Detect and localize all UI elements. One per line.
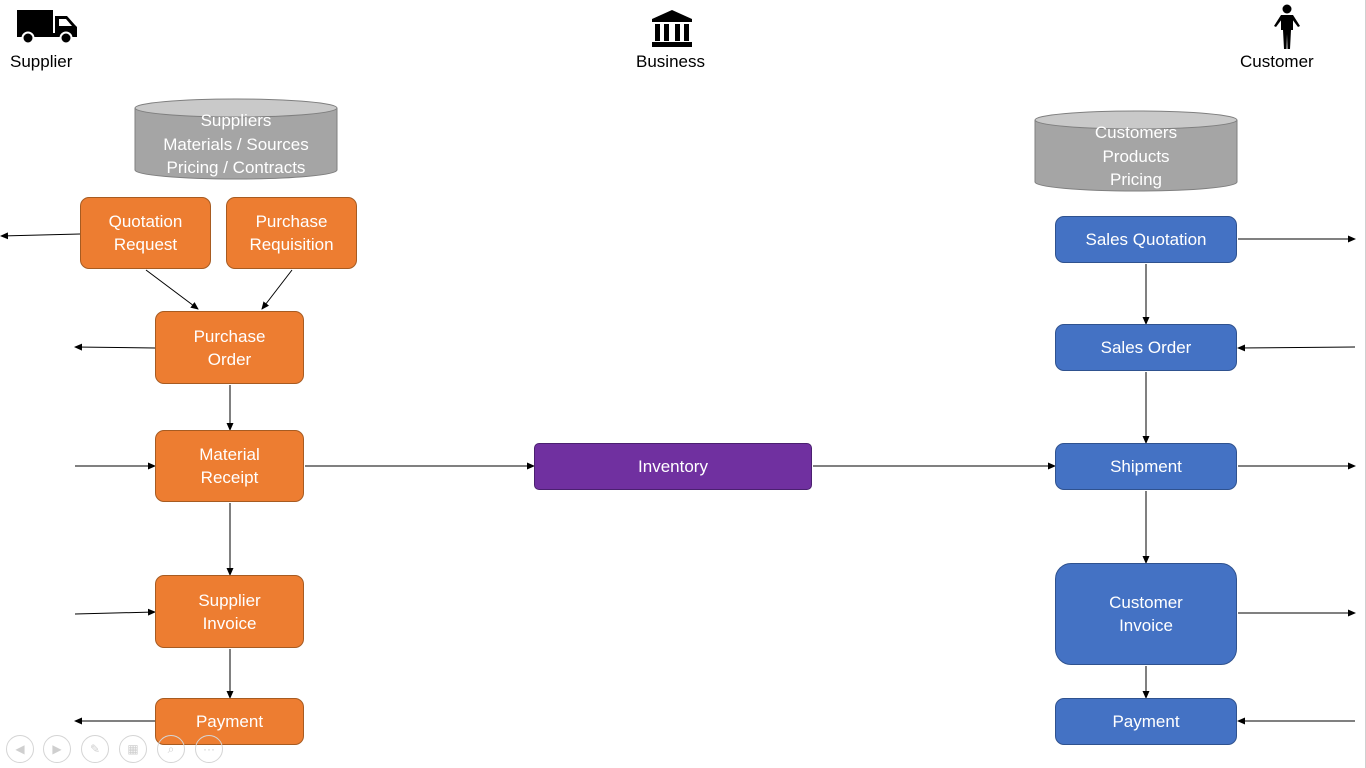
bank-icon <box>652 10 692 47</box>
arrow-requisition-to-po <box>261 269 293 310</box>
pen-icon[interactable]: ✎ <box>81 735 109 763</box>
supplier-database <box>134 98 338 180</box>
truck-icon <box>17 10 77 44</box>
person-icon <box>1274 4 1300 49</box>
more-icon[interactable]: ··· <box>195 735 223 763</box>
quotation-request-box[interactable]: Quotation Request <box>80 197 211 269</box>
customer-database-label: Customers Products Pricing <box>1094 123 1178 189</box>
supplier-label: Supplier <box>10 52 73 71</box>
supplier-invoice-box[interactable]: Supplier Invoice <box>155 575 304 648</box>
purchase-order-box[interactable]: Purchase Order <box>155 311 304 384</box>
shipment-box[interactable]: Shipment <box>1055 443 1237 490</box>
prev-icon[interactable]: ◀ <box>6 735 34 763</box>
purchase-requisition-box[interactable]: Purchase Requisition <box>226 197 357 269</box>
inventory-box[interactable]: Inventory <box>534 443 812 490</box>
customer-database <box>1034 110 1238 192</box>
material-receipt-box[interactable]: Material Receipt <box>155 430 304 502</box>
slides-icon[interactable]: ▦ <box>119 735 147 763</box>
zoom-icon[interactable]: ⌕ <box>157 735 185 763</box>
customer-invoice-box[interactable]: Customer Invoice <box>1055 563 1237 665</box>
supplier-database-label: Suppliers Materials / Sources Pricing / … <box>163 111 309 177</box>
business-label: Business <box>636 52 705 71</box>
sales-order-box[interactable]: Sales Order <box>1055 324 1237 371</box>
arrow-in-to-supplier-invoice <box>74 608 156 616</box>
arrow-po-out <box>74 343 156 351</box>
customer-label: Customer <box>1240 52 1314 71</box>
next-icon[interactable]: ▶ <box>43 735 71 763</box>
arrow-in-to-sales-order <box>1237 344 1356 352</box>
arrow-quotation-to-po <box>145 269 199 310</box>
sales-quotation-box[interactable]: Sales Quotation <box>1055 216 1237 263</box>
arrow-quotation-out <box>0 232 81 240</box>
customer-payment-box[interactable]: Payment <box>1055 698 1237 745</box>
